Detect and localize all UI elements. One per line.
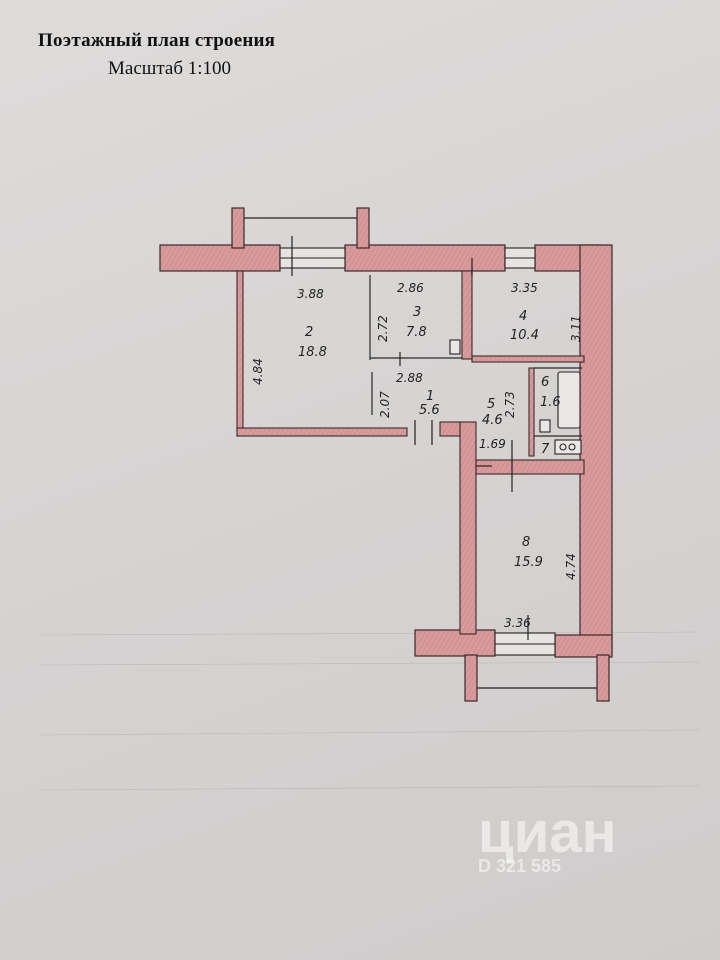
dimension: 2.72 <box>376 315 390 342</box>
dimension: 1.69 <box>479 437 506 451</box>
bathtub <box>557 371 581 429</box>
wall-corridor-bottom <box>439 421 461 437</box>
room-number: 8 <box>522 535 530 550</box>
balcony-rails <box>244 217 597 689</box>
balcony-post <box>231 207 245 249</box>
room-area: 18.8 <box>298 345 327 360</box>
balcony-post <box>356 207 370 249</box>
dimension: 3.88 <box>297 287 324 301</box>
wall-bath-left <box>528 367 535 457</box>
room-labels: 2 18.8 3 7.8 4 10.4 1 5.6 5 4.6 6 1.6 7 … <box>298 305 561 570</box>
door-marks <box>291 236 529 640</box>
wall-room3-right <box>461 270 473 360</box>
watermark-brand: циан <box>478 800 617 865</box>
room-area: 1.6 <box>540 395 561 410</box>
dimension: 3.35 <box>511 281 538 295</box>
watermark-code: D 321 585 <box>478 856 561 876</box>
bleed-through-text <box>39 631 701 791</box>
wall-room8-top <box>475 459 585 475</box>
windows <box>279 247 556 656</box>
room-number: 7 <box>541 442 550 457</box>
dimension: 3.11 <box>569 315 583 342</box>
vent-shaft <box>449 339 461 355</box>
room-number: 6 <box>541 375 549 390</box>
wall-room2-bottom <box>236 427 408 437</box>
wall-bottom-left <box>414 629 496 657</box>
wall-stair-left <box>459 421 477 635</box>
room-area: 7.8 <box>406 325 427 340</box>
dimension-labels: 3.88 4.84 2.86 2.72 3.35 3.11 2.88 2.07 … <box>251 281 583 630</box>
dimension: 2.88 <box>396 371 423 385</box>
room-number: 4 <box>519 309 527 324</box>
wall-room4-bottom <box>471 355 585 363</box>
room-area: 5.6 <box>419 403 440 418</box>
dimension: 4.74 <box>564 553 578 580</box>
watermark: циан D 321 585 <box>478 800 617 876</box>
interior-walls <box>236 270 585 635</box>
balcony-post <box>464 654 478 702</box>
balcony-post <box>596 654 610 702</box>
room-number: 3 <box>413 305 421 320</box>
wall-bottom-right <box>554 634 613 658</box>
room-area: 4.6 <box>482 413 503 428</box>
dimension: 2.07 <box>378 391 392 418</box>
room-area: 15.9 <box>514 555 543 570</box>
stove <box>554 439 582 455</box>
page-title: Поэтажный план строения <box>38 30 276 51</box>
wall-top-middle <box>344 244 506 272</box>
partitions <box>369 275 582 437</box>
scale-label: Масштаб 1:100 <box>108 58 232 79</box>
room-number: 5 <box>487 397 495 412</box>
wall-top-left <box>159 244 281 272</box>
wall-right <box>579 244 613 654</box>
room-number: 1 <box>426 389 434 404</box>
room-area: 10.4 <box>510 328 539 343</box>
exterior-walls <box>159 207 613 702</box>
wall-room2-left <box>236 270 244 437</box>
dimension: 2.86 <box>397 281 424 295</box>
room-number: 2 <box>305 325 313 340</box>
dimension: 3.36 <box>504 616 531 630</box>
dimension: 2.73 <box>503 391 517 418</box>
bathroom-fixtures <box>449 339 582 455</box>
toilet <box>539 419 551 433</box>
dimension: 4.84 <box>251 358 265 385</box>
